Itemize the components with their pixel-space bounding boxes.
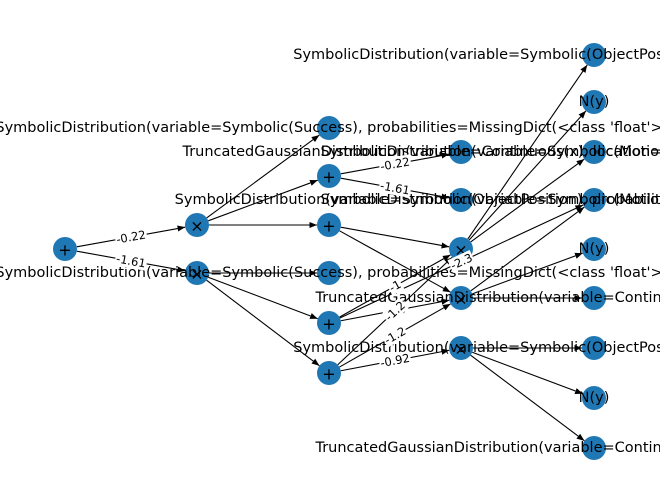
edge-s2-to-p3 — [340, 226, 450, 249]
node-label-ov_b: SymbolicDistribution(variable=Symbolic(M… — [321, 144, 660, 160]
edge-weight-label: -1.61 — [379, 178, 411, 197]
node-s1 — [317, 164, 341, 188]
node-label-n3: N(y) — [579, 390, 610, 406]
product-node-symbol: × — [190, 265, 203, 284]
edge-weight-label-bg — [381, 297, 409, 325]
node-s4 — [317, 361, 341, 385]
edge-weight-label-group: -0.22 — [378, 154, 412, 174]
edge-p5-to-tg_c — [470, 354, 585, 442]
node-label-n2: N(y) — [579, 241, 610, 257]
edge-p2-to-s4 — [206, 279, 320, 367]
node-n2 — [582, 237, 606, 261]
node-label-d_sym2: SymbolicDistribution(variable=Symbolic(O… — [293, 340, 660, 356]
edge-weight-label-bg — [114, 227, 148, 247]
edge-weight-label: -0.22 — [115, 227, 147, 246]
edge-weight-label: -0.92 — [379, 351, 411, 370]
node-label-tg_b: TruncatedGaussianDistribution(variable=C… — [314, 290, 660, 306]
sum-node-symbol: + — [322, 217, 335, 236]
node-label-ov_a: TruncatedGaussianDistribution(variable=C… — [181, 144, 660, 160]
edge-labels-layer: -0.22-1.61-0.22-1.61-2.3-1-0.9-1.2-1.2-0… — [114, 154, 476, 371]
node-sym_success_b — [317, 261, 341, 285]
node-ov_c — [449, 188, 473, 212]
node-p1 — [185, 213, 209, 237]
product-node-symbol: × — [454, 340, 467, 359]
product-node-symbol: × — [454, 290, 467, 309]
edge-weight-label-bg — [380, 323, 410, 348]
edge-s2-to-p4 — [339, 230, 451, 293]
edge-p1-to-s1 — [208, 179, 318, 222]
node-p2 — [185, 261, 209, 285]
edge-p1-to-sym_success_a — [206, 134, 320, 219]
node-d_sym2 — [582, 336, 606, 360]
node-s3 — [317, 311, 341, 335]
node-label-d_top: SymbolicDistribution(variable=Symbolic(O… — [293, 47, 660, 63]
edge-weight-label: -0.22 — [379, 154, 411, 173]
node-ov_a — [449, 140, 473, 164]
node-label-sym_success_b: SymbolicDistribution(variable=Symbolic(S… — [0, 265, 660, 281]
sum-node-symbol: + — [322, 315, 335, 334]
edge-weight-label-group: -1 — [385, 276, 405, 296]
edge-p3-to-n1 — [468, 110, 587, 241]
edge-weight-label-group: -0.22 — [114, 227, 148, 247]
sum-node-symbol: + — [58, 241, 71, 260]
node-sym_success_a — [317, 116, 341, 140]
edge-weight-label-bg — [378, 154, 412, 174]
nodes-layer — [53, 43, 606, 460]
edge-p4-to-n2 — [472, 252, 583, 295]
edge-p2-to-s3 — [208, 276, 318, 320]
edge-weight-label-bg — [378, 350, 412, 371]
node-p5 — [449, 336, 473, 360]
node-tg_c — [582, 436, 606, 460]
node-d_top — [582, 43, 606, 67]
edge-weight-label-bg — [378, 178, 412, 198]
node-s2 — [317, 213, 341, 237]
edge-weight-label-group: -1.61 — [114, 251, 148, 271]
edge-weight-label-group: -1.61 — [378, 178, 412, 198]
node-n1 — [582, 90, 606, 114]
edge-weight-label-bg — [114, 251, 148, 271]
node-p4 — [449, 286, 473, 310]
sum-node-symbol: + — [322, 365, 335, 384]
edge-weight-label-bg — [447, 250, 476, 273]
node-ov_b — [582, 140, 606, 164]
node-label-n1: N(y) — [579, 94, 610, 110]
edge-p3-to-ov_b — [470, 158, 585, 243]
node-ov_d — [582, 188, 606, 212]
node-label-tg_c: TruncatedGaussianDistribution(variable=C… — [314, 440, 660, 456]
edge-p5-to-n3 — [472, 351, 583, 395]
node-root — [53, 237, 77, 261]
node-labels-layer: +××SymbolicDistribution(variable=Symboli… — [0, 47, 660, 456]
edge-weight-label: -1.61 — [115, 251, 147, 270]
edge-p4-to-ov_d — [470, 206, 585, 292]
edge-p3-to-d_top — [467, 64, 588, 240]
node-label-ov_c: SymbolicDistribution(variable=Symbolic(O… — [175, 192, 660, 208]
sum-node-symbol: + — [322, 168, 335, 187]
edge-weight-label-bg — [385, 276, 405, 296]
node-tg_b — [582, 286, 606, 310]
node-label-sym_success_a: SymbolicDistribution(variable=Symbolic(S… — [0, 120, 660, 136]
node-label-ov_d: SymbolicDistribution(variable=Symbolic(M… — [321, 192, 660, 208]
edge-weight-label-group: -0.92 — [378, 350, 412, 371]
product-node-symbol: × — [190, 217, 203, 236]
node-n3 — [582, 386, 606, 410]
